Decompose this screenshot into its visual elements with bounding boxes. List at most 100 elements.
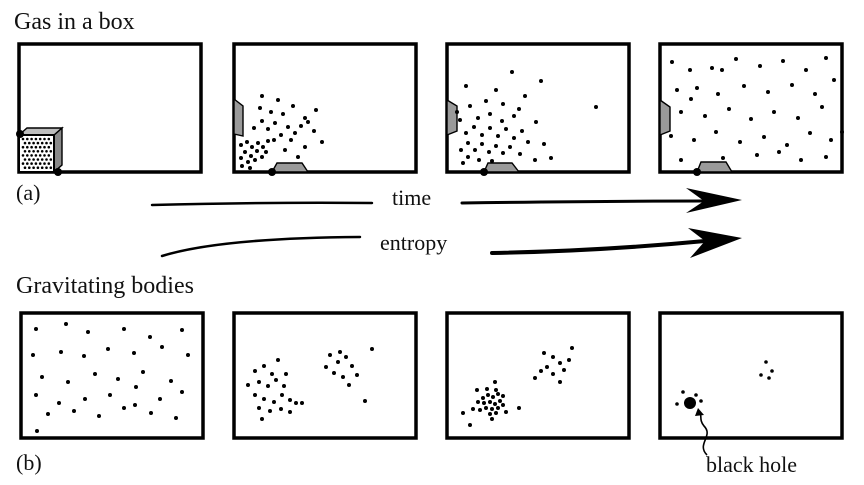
body [501, 403, 505, 407]
body [108, 393, 112, 397]
body [57, 401, 61, 405]
gas-particle [26, 137, 29, 141]
body [471, 407, 475, 411]
body [174, 416, 178, 420]
body [93, 372, 97, 376]
body [336, 360, 340, 364]
gas-particle [276, 98, 280, 102]
black-hole-label: black hole [706, 452, 797, 477]
gravity-box-frame [232, 311, 418, 440]
gas-particle [43, 154, 46, 157]
gas-particle [28, 166, 31, 169]
body [494, 388, 498, 392]
gas-particle [38, 145, 42, 149]
gas-particle [781, 59, 785, 63]
body [160, 345, 164, 349]
gas-particle [670, 60, 674, 64]
body [551, 372, 555, 376]
body [481, 396, 485, 400]
body [134, 385, 138, 389]
gas-particle [40, 141, 44, 145]
gas-particle [26, 162, 29, 165]
body [122, 406, 126, 410]
body [491, 395, 495, 399]
gas-box-panel-3 [445, 42, 631, 176]
gas-particle [45, 141, 48, 145]
bodies [246, 347, 374, 421]
gas-particle [40, 166, 44, 169]
body [539, 369, 543, 373]
body [681, 390, 685, 394]
gas-particle [749, 117, 753, 121]
gas-particle [512, 136, 516, 140]
gas-particle [26, 154, 29, 157]
gas-particle [293, 131, 297, 135]
body [694, 393, 698, 397]
gas-particle [459, 148, 463, 152]
gas-particle [289, 138, 293, 142]
body [558, 380, 562, 384]
body [504, 410, 508, 414]
gas-particle [518, 152, 522, 156]
open-door-left [233, 97, 244, 137]
body [490, 407, 494, 411]
body [274, 378, 278, 382]
body [770, 369, 774, 373]
gas-particle [314, 108, 318, 112]
gas-particle [312, 129, 316, 133]
body [501, 394, 505, 398]
gas-particle [30, 154, 33, 157]
body [132, 351, 136, 355]
body [272, 400, 276, 404]
gas-particle [501, 151, 505, 155]
gas-particle [45, 166, 48, 169]
gas-particle [21, 162, 25, 165]
gas-particle [758, 64, 762, 68]
body [567, 358, 571, 362]
gas-particle [714, 130, 718, 134]
gas-particle [38, 162, 42, 165]
body [253, 393, 257, 397]
gas-particle [47, 162, 51, 165]
gas-particle [250, 145, 254, 149]
body [86, 330, 90, 334]
gas-particle [256, 141, 260, 145]
gas-particle [49, 158, 53, 161]
gas-particle [239, 156, 243, 160]
body [284, 372, 288, 376]
gas-particle [269, 110, 273, 114]
gas-particle [542, 142, 546, 146]
gas-particle [473, 148, 477, 152]
body [64, 322, 68, 326]
gas-particle [266, 127, 270, 131]
body [363, 399, 367, 403]
body [764, 360, 768, 364]
entropy-arrow [160, 228, 742, 258]
gas-particle [594, 105, 598, 109]
gas-particle [829, 138, 833, 142]
body [82, 354, 86, 358]
gas-particle [252, 126, 256, 130]
gas-particle [517, 107, 521, 111]
gas-particle [679, 110, 683, 114]
gas-particle [43, 162, 46, 165]
gas-particle [772, 110, 776, 114]
body [545, 365, 549, 369]
gas-particle [249, 154, 253, 158]
gas-particle [303, 145, 307, 149]
open-door-left [659, 98, 671, 137]
body [328, 353, 332, 357]
section-a-title: Gas in a box [14, 9, 135, 35]
body [370, 347, 374, 351]
gas-particle [464, 131, 468, 135]
body [31, 353, 35, 357]
gas-box-panel-4 [658, 42, 844, 176]
time-arrow [150, 188, 742, 213]
gas-particle [248, 166, 252, 170]
gas-particle [30, 145, 33, 149]
gas-box-panel-1 [16, 42, 203, 176]
gas-particle [813, 92, 817, 96]
gas-particle [738, 140, 742, 144]
body [478, 408, 482, 412]
